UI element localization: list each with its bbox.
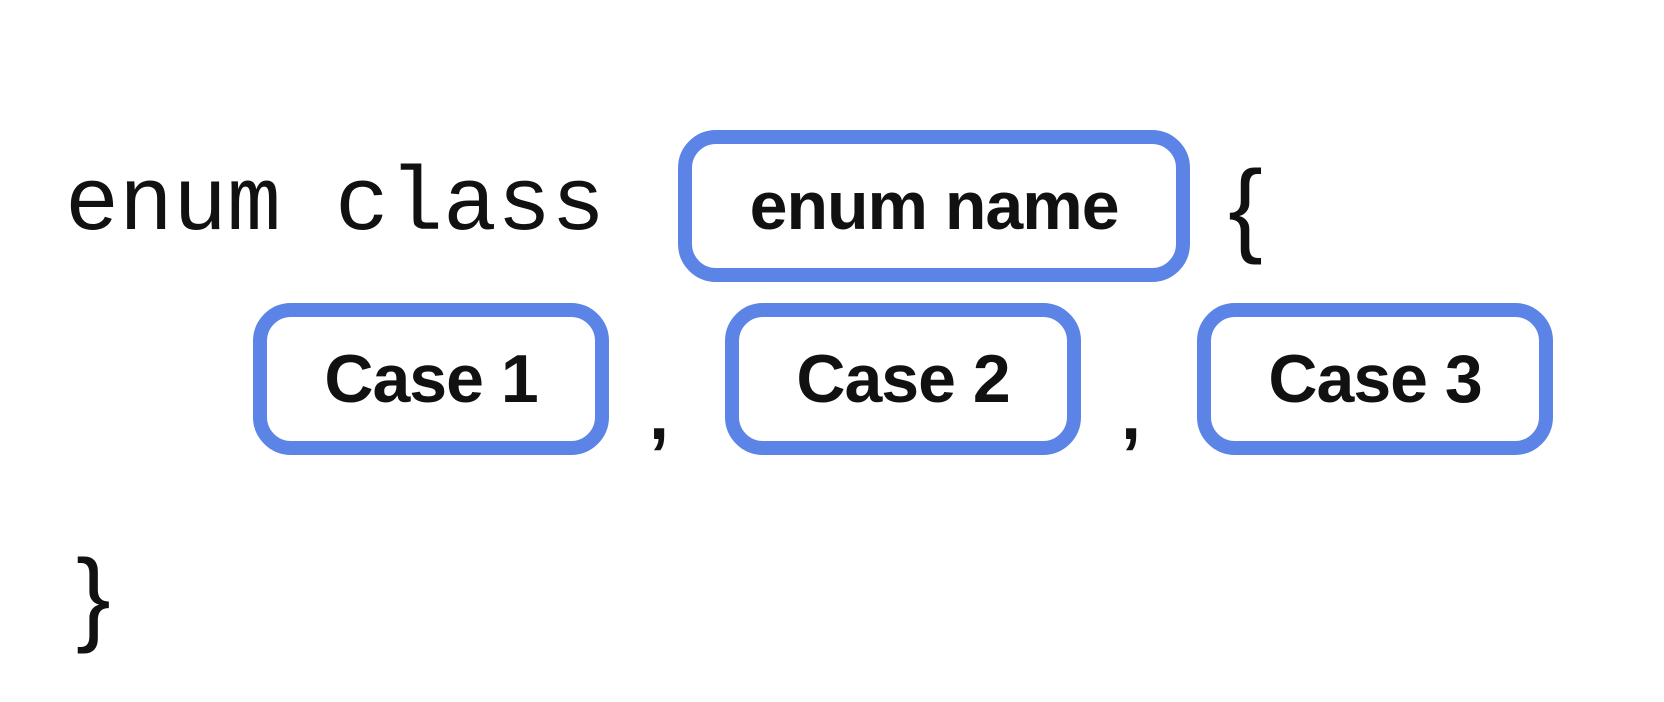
declaration-line: enum class enum name { (65, 130, 1263, 282)
comma-separator-2: , (1121, 375, 1142, 455)
enum-class-keyword: enum class (65, 155, 606, 257)
case-1-label: Case 1 (324, 341, 538, 417)
case-3-label: Case 3 (1268, 341, 1482, 417)
open-brace: { (1228, 150, 1263, 266)
enum-name-label: enum name (749, 168, 1120, 244)
case-2-label: Case 2 (796, 341, 1010, 417)
case-1-box: Case 1 (253, 303, 609, 455)
enum-name-box: enum name (678, 130, 1191, 282)
comma-separator-1: , (649, 375, 670, 455)
cases-line: Case 1 , Case 2 , Case 3 (253, 303, 1554, 455)
case-3-box: Case 3 (1197, 303, 1554, 455)
close-brace: } (76, 539, 111, 655)
case-2-box: Case 2 (725, 303, 1082, 455)
